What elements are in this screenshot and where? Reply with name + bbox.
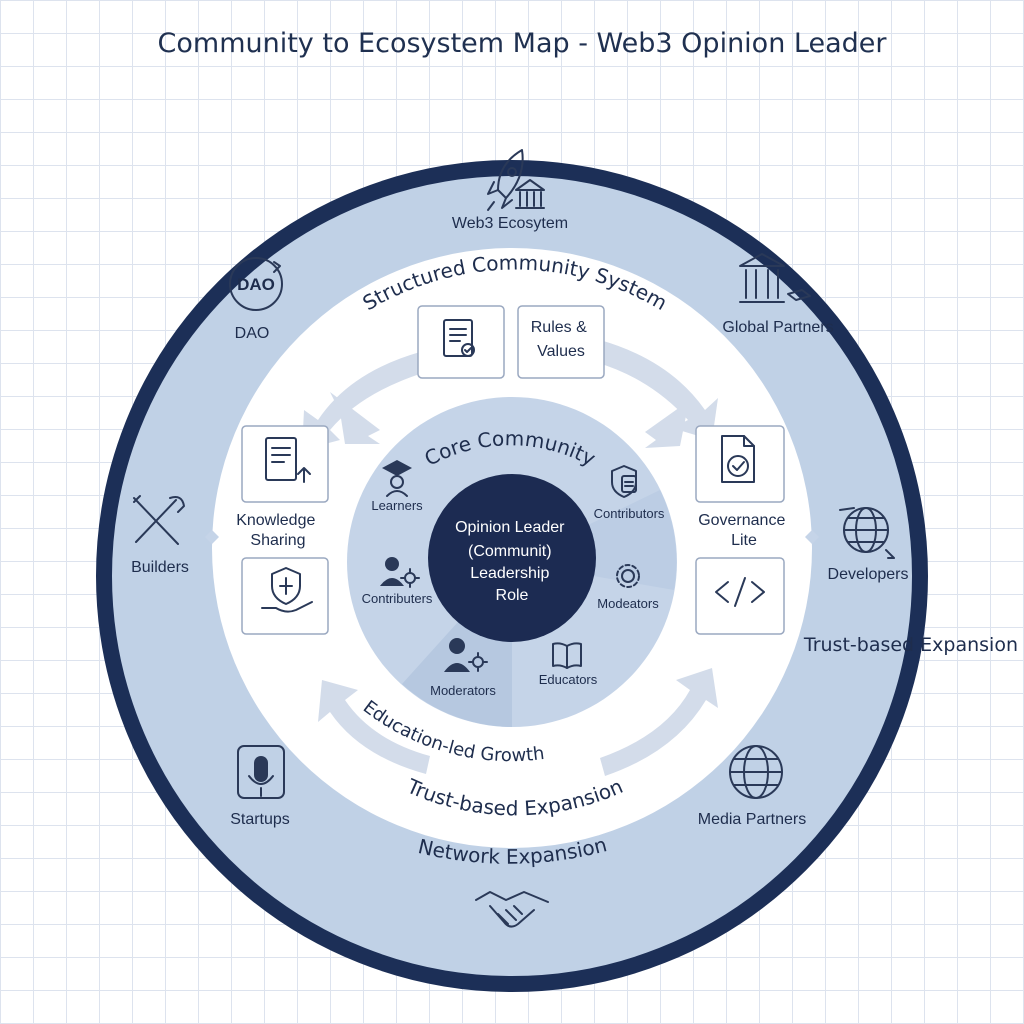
core-moderators-bottom-label: Moderators bbox=[430, 683, 496, 698]
microphone-icon bbox=[237, 745, 285, 799]
global-partners-label: Global Partners bbox=[722, 319, 833, 336]
arrow-top-right bbox=[595, 340, 718, 440]
bank-icon bbox=[739, 253, 811, 303]
core-educators-label: Educators bbox=[539, 672, 598, 687]
diamond-left bbox=[205, 530, 219, 544]
arrow-bottom-left bbox=[318, 680, 430, 774]
knowledge-sharing-label: Knowledge Sharing bbox=[236, 512, 320, 549]
arrow-inner-top-right bbox=[645, 400, 690, 448]
core-contributors-right-label: Contributors bbox=[594, 506, 665, 521]
shield-document-icon bbox=[611, 465, 637, 498]
center-line-3: Leadership bbox=[470, 565, 549, 582]
people-gear-icon-bottom bbox=[444, 638, 488, 672]
media-partners-label: Media Partners bbox=[698, 811, 807, 828]
people-gear-icon bbox=[380, 557, 420, 588]
code-card bbox=[695, 557, 785, 635]
center-circle bbox=[428, 474, 596, 642]
web3-ecosystem-label: Web3 Ecosytem bbox=[452, 215, 568, 232]
globe-arrow-icon bbox=[839, 507, 895, 559]
startups-label: Startups bbox=[230, 811, 290, 828]
governance-card bbox=[695, 425, 785, 503]
arrow-top-left bbox=[302, 352, 426, 450]
rules-values-card bbox=[517, 305, 605, 379]
certificate-card bbox=[417, 305, 505, 379]
handshake-icon bbox=[475, 891, 549, 928]
globe-icon bbox=[729, 745, 783, 799]
book-icon bbox=[552, 642, 582, 669]
core-learners-label: Learners bbox=[371, 498, 423, 513]
diamond-right bbox=[805, 530, 819, 544]
dao-icon-text: DAO bbox=[237, 275, 275, 294]
gear-icon bbox=[616, 564, 640, 588]
core-contributers-left-label: Contributers bbox=[362, 591, 433, 606]
trust-expansion-outer-label: Trust-based Expansion bbox=[803, 634, 1018, 656]
certificate-icon bbox=[443, 319, 475, 357]
governance-lite-label: Governance Lite bbox=[698, 512, 790, 549]
shield-hand-icon bbox=[261, 567, 313, 613]
rules-values-label: Rules & Values bbox=[531, 319, 591, 360]
arrow-inner-top-left bbox=[330, 392, 380, 444]
developers-label: Developers bbox=[828, 566, 909, 583]
document-check-icon bbox=[721, 435, 755, 483]
tools-icon bbox=[133, 495, 185, 545]
center-label: Opinion Leader (Communit) Leadership Rol… bbox=[455, 519, 569, 604]
dao-icon bbox=[229, 257, 283, 311]
page-title: Community to Ecosystem Map - Web3 Opinio… bbox=[158, 28, 888, 59]
center-line-1: Opinion Leader bbox=[455, 519, 565, 536]
builders-label: Builders bbox=[131, 559, 189, 576]
center-line-4: Role bbox=[496, 587, 529, 604]
graduation-cap-icon bbox=[382, 460, 412, 497]
arrow-bottom-right bbox=[600, 668, 718, 776]
core-modeators-right-label: Modeators bbox=[597, 596, 659, 611]
institution-icon bbox=[515, 179, 545, 209]
document-upload-icon bbox=[265, 437, 311, 483]
rocket-icon bbox=[487, 149, 524, 211]
center-line-2: (Communit) bbox=[468, 543, 552, 560]
shield-hand-card bbox=[241, 557, 329, 635]
dao-label: DAO bbox=[235, 325, 270, 342]
code-icon bbox=[715, 577, 765, 607]
knowledge-card bbox=[241, 425, 329, 503]
